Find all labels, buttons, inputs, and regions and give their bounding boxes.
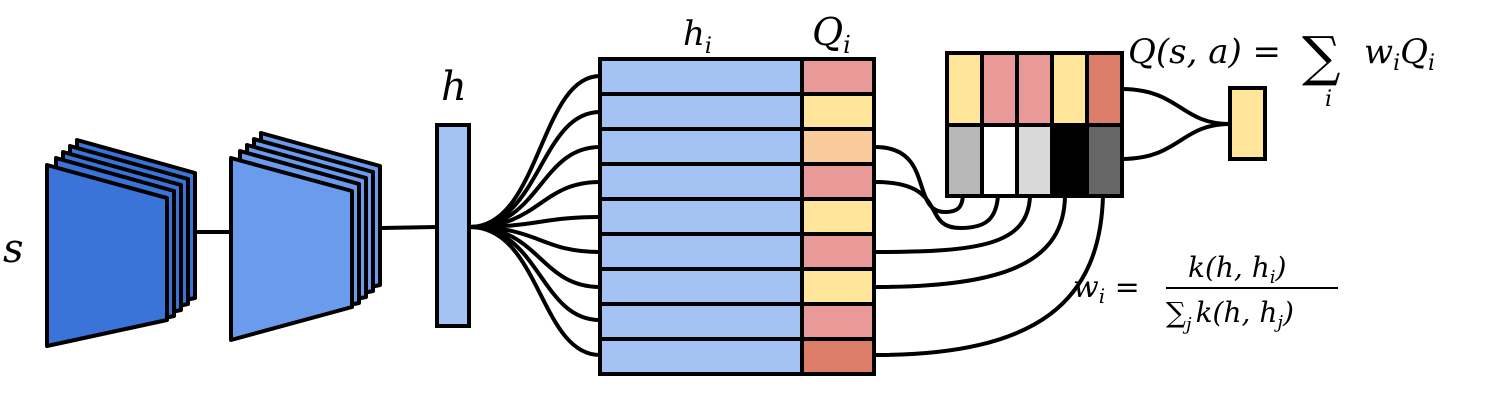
memory-value-cell [800,127,876,166]
values-label-base: Q [812,10,843,54]
w-lhs-sub: i [1099,284,1105,308]
selected-q-cell [945,51,984,127]
memory-key-cell [598,337,804,376]
w-num: k(h, h [1188,251,1270,284]
selected-q-cell [1015,51,1054,127]
memory-value-cell [800,232,876,271]
selected-q-cell [1050,51,1089,127]
memory-value-cell [800,337,876,376]
memory-key-cell [598,162,804,201]
keys-label: hi [683,14,712,59]
q-formula-lhs: Q(s, a) = [1128,32,1281,72]
w-den-close: ) [1282,296,1294,329]
selection-lines [874,145,1105,357]
selected-q-cell [1085,51,1124,127]
embed-link [379,225,438,230]
weight-cell [945,123,984,198]
w-num-close: ) [1275,251,1287,284]
w-den: k(h, h [1196,296,1278,329]
output-q-block [1228,86,1267,161]
selected-q-row [945,51,1124,127]
state-label: s [3,226,24,272]
q-term-q: Q [1400,32,1428,72]
w-formula-lhs: wi = [1073,270,1140,308]
q-term-w-sub: i [1393,51,1400,76]
memory-key-cell [598,267,804,306]
memory-key-cell [598,127,804,166]
conv-layer-1 [45,138,197,348]
q-term-w: w [1364,32,1393,72]
q-formula: Q(s, a) = ∑ i wiQi [1128,25,1435,112]
keys-label-base: h [683,14,705,54]
memory-key-cell [598,197,804,236]
memory-table [598,57,876,376]
weight-cell [980,123,1019,198]
w-den-sum: ∑ [1166,296,1186,329]
w-formula-numerator: k(h, hi) [1188,251,1286,288]
weight-cell [1015,123,1054,198]
embedding-label: h [441,64,467,110]
w-den-sum-sub: j [1182,314,1192,335]
q-formula-sum: ∑ [1302,25,1341,88]
memory-key-cell [598,302,804,341]
memory-value-cell [800,267,876,306]
memory-key-cell [598,57,804,96]
merge-lines [1120,87,1231,161]
q-formula-sum-index: i [1325,87,1332,112]
memory-value-cell [800,162,876,201]
embedding-h-block [435,123,471,328]
memory-value-cell [800,197,876,236]
selected-q-cell [980,51,1019,127]
memory-value-cell [800,92,876,131]
q-formula-term: wiQi [1364,32,1435,76]
memory-value-cell [800,57,876,96]
fan-out-lines [469,74,601,357]
memory-key-cell [598,232,804,271]
memory-value-cell [800,302,876,341]
conv-layer-2 [229,131,382,342]
connections [197,74,1231,357]
w-lhs-base: w [1073,270,1099,305]
memory-key-cell [598,92,804,131]
values-label: Qi [812,10,851,59]
weight-cell [1050,123,1089,198]
w-eq: = [1105,270,1140,305]
w-den-sub: j [1273,312,1283,333]
weight-cell [1085,123,1124,198]
w-num-sub: i [1270,267,1276,288]
keys-label-sub: i [705,34,712,59]
weights-row [945,123,1124,198]
q-term-q-sub: i [1428,51,1435,76]
values-label-sub: i [843,31,851,59]
